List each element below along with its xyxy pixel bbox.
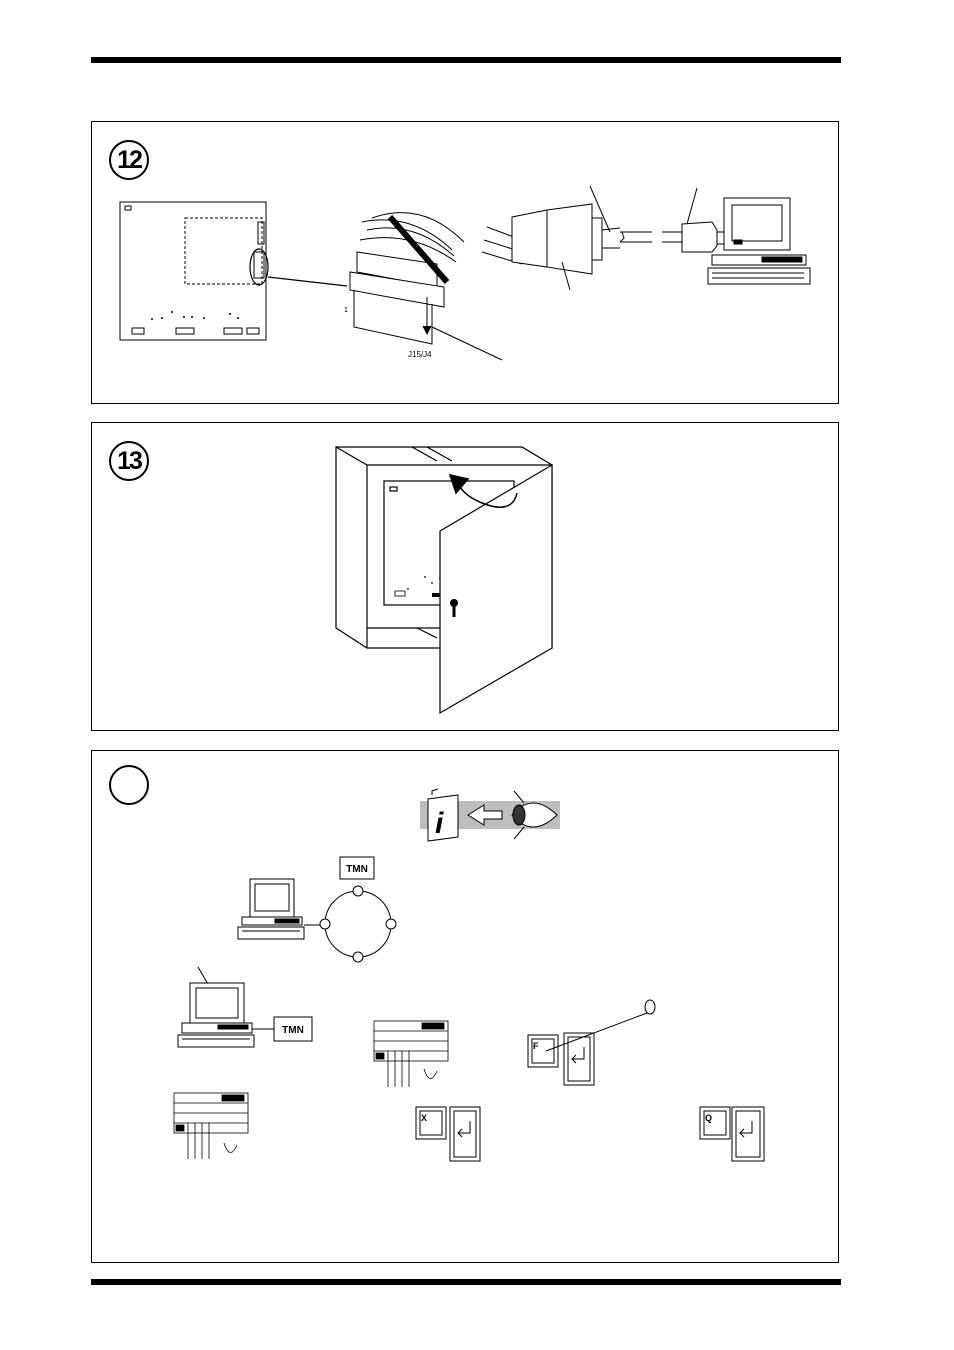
computer-icon	[238, 879, 320, 939]
panel-step-13: 13	[91, 422, 839, 731]
computer-icon	[708, 198, 810, 284]
tmn-ring-label: TMN	[346, 864, 368, 875]
keyboard-hand-icon	[174, 1093, 248, 1159]
key-f-label: F	[533, 1041, 539, 1051]
serial-cable	[590, 186, 724, 252]
board-dots	[151, 311, 239, 320]
cable-connection-illustration: 1 J15/J4	[92, 122, 840, 405]
operation-illustration: i TMN	[92, 751, 840, 1264]
info-book-icon: i	[428, 789, 458, 841]
svg-text:i: i	[435, 807, 444, 840]
eye-icon	[512, 791, 557, 839]
keyboard-hand-icon	[374, 1021, 448, 1087]
key-q-label: Q	[705, 1113, 712, 1123]
bottom-rule	[91, 1279, 841, 1285]
key-x-label: X	[421, 1113, 427, 1123]
top-rule	[91, 57, 841, 63]
panel-step-14: i TMN	[91, 750, 839, 1263]
ribbon-connector	[350, 213, 522, 360]
tmn-box-label: TMN	[282, 1025, 304, 1036]
pin-label: 1	[344, 307, 348, 314]
connector-label: J15/J4	[408, 350, 432, 359]
enter-key-icon	[528, 1000, 655, 1085]
panel-step-12: 12	[91, 121, 839, 404]
circuit-board	[120, 202, 347, 340]
cabinet-door-illustration	[92, 423, 840, 732]
